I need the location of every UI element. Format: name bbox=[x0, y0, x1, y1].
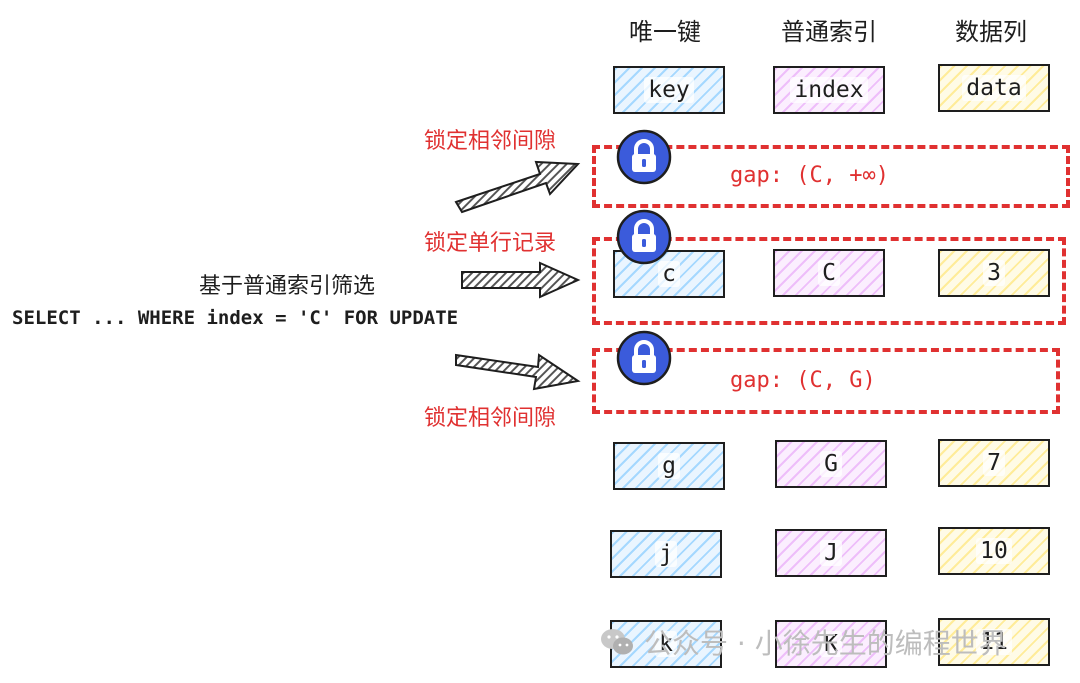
cell-key-header: key bbox=[613, 66, 725, 114]
header-data-column: 数据列 bbox=[955, 18, 1027, 46]
cell-text: c bbox=[658, 261, 680, 287]
lock-icon bbox=[616, 129, 672, 185]
cell-key-j: j bbox=[610, 530, 722, 578]
cell-index-header: index bbox=[773, 66, 885, 114]
cell-data-10: 10 bbox=[938, 527, 1050, 575]
cell-text: 3 bbox=[983, 260, 1005, 286]
cell-text: j bbox=[655, 541, 677, 567]
cell-text: data bbox=[962, 75, 1026, 101]
cell-text: g bbox=[658, 453, 680, 479]
gap-label-lower: gap: (C, G) bbox=[730, 368, 876, 393]
cell-index-g: G bbox=[775, 440, 887, 488]
cell-text: 11 bbox=[976, 629, 1012, 655]
header-normal-index: 普通索引 bbox=[781, 18, 877, 46]
cell-text: key bbox=[644, 77, 694, 103]
lock-icon bbox=[616, 209, 672, 265]
arrow-to-record bbox=[461, 261, 581, 299]
arrow-to-upper-gap bbox=[454, 160, 581, 214]
cell-text: k bbox=[655, 631, 677, 657]
cell-index-j: J bbox=[775, 529, 887, 577]
wechat-icon bbox=[601, 629, 633, 655]
filter-description: 基于普通索引筛选 bbox=[199, 274, 376, 299]
header-unique-key: 唯一键 bbox=[629, 18, 701, 46]
gap-lock-box-lower bbox=[592, 348, 1060, 414]
label-lock-gap-upper: 锁定相邻间隙 bbox=[424, 129, 557, 154]
cell-key-g: g bbox=[613, 442, 725, 490]
sql-statement: SELECT ... WHERE index = 'C' FOR UPDATE bbox=[12, 307, 459, 329]
cell-data-3: 3 bbox=[938, 249, 1050, 297]
cell-text: C bbox=[818, 260, 840, 286]
cell-index-c: C bbox=[773, 249, 885, 297]
cell-text: J bbox=[820, 540, 842, 566]
cell-text: 10 bbox=[976, 538, 1012, 564]
label-lock-row: 锁定单行记录 bbox=[424, 231, 557, 256]
cell-index-k: K bbox=[775, 620, 887, 668]
cell-text: index bbox=[790, 77, 868, 103]
watermark-text: 公众号 · 小徐先生的编程世界 bbox=[644, 627, 1007, 660]
cell-data-header: data bbox=[938, 64, 1050, 112]
cell-text: G bbox=[820, 451, 842, 477]
arrow-to-lower-gap bbox=[455, 353, 581, 391]
lock-icon bbox=[616, 330, 672, 386]
record-lock-box bbox=[592, 237, 1066, 325]
cell-text: K bbox=[820, 631, 842, 657]
gap-label-upper: gap: (C, +∞) bbox=[730, 163, 889, 188]
cell-data-7: 7 bbox=[938, 439, 1050, 487]
cell-data-11: 11 bbox=[938, 618, 1050, 666]
watermark: 公众号 · 小徐先生的编程世界 bbox=[600, 622, 1007, 662]
label-lock-gap-lower: 锁定相邻间隙 bbox=[424, 406, 557, 431]
gap-lock-box-upper bbox=[592, 145, 1070, 208]
cell-text: 7 bbox=[983, 450, 1005, 476]
cell-key-c: c bbox=[613, 250, 725, 298]
